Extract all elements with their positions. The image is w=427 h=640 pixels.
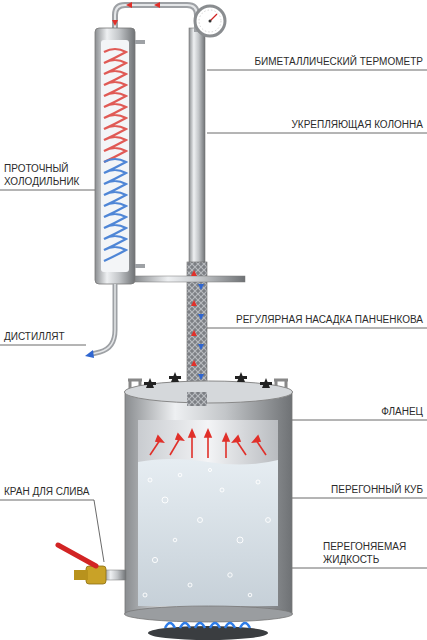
kettle xyxy=(125,372,293,622)
column xyxy=(135,28,245,410)
part-label: КРАН ДЛЯ СЛИВА xyxy=(4,486,89,499)
part-label: ФЛАНЕЦ xyxy=(381,406,423,419)
condenser xyxy=(85,28,145,358)
part-label: ПРОТОЧНЫЙ ХОЛОДИЛЬНИК xyxy=(4,163,92,188)
vapor-pipe xyxy=(112,2,197,30)
part-label: ПЕРЕГОНЯЕМАЯ ЖИДКОСТЬ xyxy=(323,541,423,566)
part-label: ДИСТИЛЛЯТ xyxy=(4,331,65,344)
part-label: ПЕРЕГОННЫЙ КУБ xyxy=(331,484,423,497)
part-label: РЕГУЛЯРНАЯ НАСАДКА ПАНЧЕНКОВА xyxy=(236,314,423,327)
part-label: УКРЕПЛЯЮЩАЯ КОЛОННА xyxy=(292,119,423,132)
part-label: БИМЕТАЛЛИЧЕСКИЙ ТЕРМОМЕТР xyxy=(255,56,424,69)
gas-burner xyxy=(148,623,268,640)
thermometer xyxy=(194,6,225,36)
drain-valve xyxy=(58,545,126,584)
